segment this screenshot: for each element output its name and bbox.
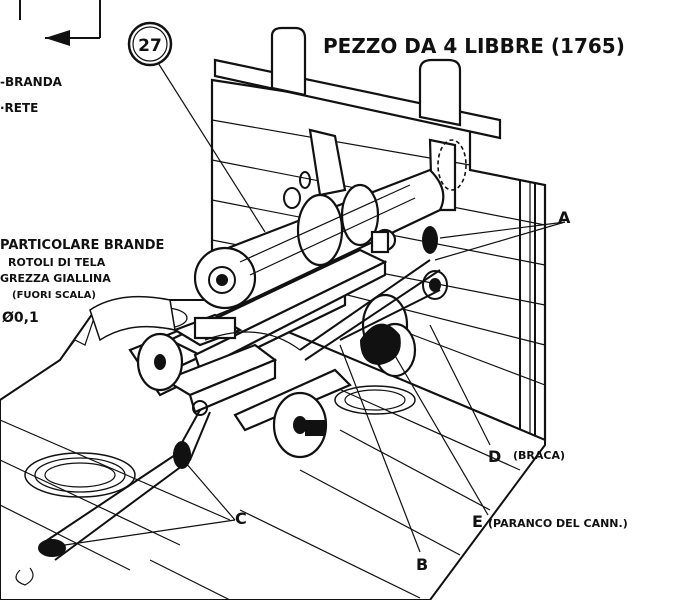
note-line-4: (FUORI SCALA) (12, 290, 96, 301)
drawing-title: PEZZO DA 4 LIBBRE (1765) (323, 34, 625, 58)
leader-lines (57, 57, 566, 553)
sheet-number: 27 (138, 36, 162, 56)
callout-c: C (235, 509, 247, 528)
carriage-wheels (136, 293, 417, 459)
callout-a: A (558, 208, 571, 227)
callout-b: B (416, 555, 428, 574)
callout-e-description: (PARANCO DEL CANN.) (488, 517, 628, 530)
cannon-barrel (193, 168, 445, 310)
callout-e: E (472, 512, 483, 531)
note-size: Ø0,1 (2, 310, 39, 326)
note-line-3: GREZZA GIALLINA (0, 272, 111, 285)
callout-d: D (488, 447, 501, 466)
rail-and-stanchions (213, 26, 502, 212)
callout-d-description: (BRACA) (513, 449, 565, 462)
hammock-roll-detail (89, 295, 176, 342)
hammock-detail-note: PARTICOLARE BRANDE ROTOLI DI TELA GREZZA… (0, 238, 164, 326)
sheet-number-badge: 27 (127, 21, 173, 67)
note-line-1: PARTICOLARE BRANDE (0, 238, 164, 253)
label-branda: -BRANDA (0, 75, 63, 89)
tackle-ropes (15, 171, 448, 586)
margin-registration-marks (19, 0, 101, 46)
label-rete: ·RETE (0, 101, 38, 115)
rope-coils (24, 307, 416, 498)
note-line-2: ROTOLI DI TELA (8, 256, 106, 269)
